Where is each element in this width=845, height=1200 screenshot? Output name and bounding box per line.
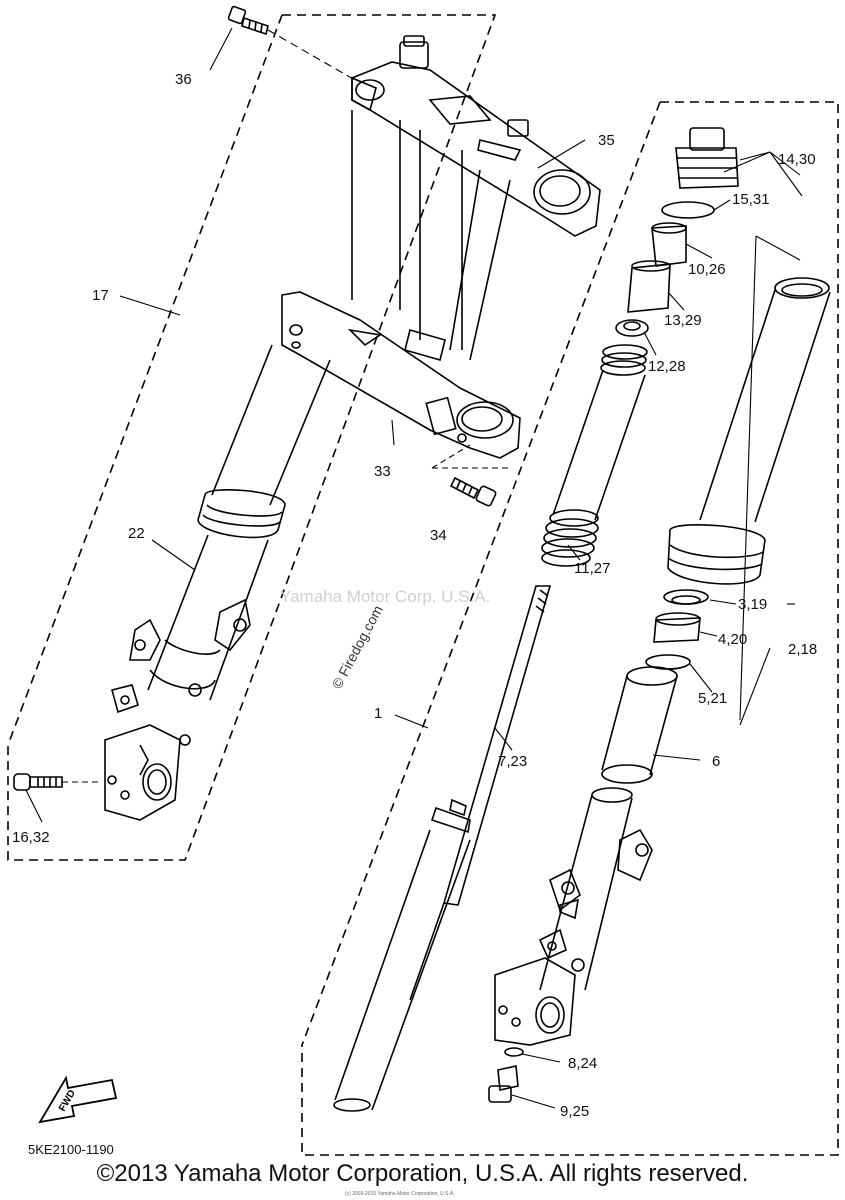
bolt-16-32 [13,773,100,791]
right-group-dashed-outline [301,101,839,1156]
callout-22: 22 [128,525,145,542]
callout-6: 6 [712,753,720,770]
inner-fork-tube [333,829,471,1112]
callout-8-24: 8,24 [568,1055,597,1072]
inner-fork-tubes [351,110,511,361]
callout-7-23: 7,23 [498,753,527,770]
diagram-code: 5KE2100-1190 [28,1142,114,1157]
bottom-bolt [488,1065,519,1103]
spring-seat [615,319,649,337]
watermarks: Yamaha Motor Corp. U.S.A. © Firedog.com [280,587,490,691]
callout-13-29: 13,29 [664,312,702,329]
callout-33: 33 [374,463,391,480]
callout-12-28: 12,28 [648,358,686,375]
bolt-34 [449,476,497,507]
callout-3-19: 3,19 [738,596,767,613]
damper-rod [409,585,552,1001]
callout-4-20: 4,20 [718,631,747,648]
copper-washer [504,1047,524,1057]
callout-2-18: 2,18 [788,641,817,658]
oil-seal [663,589,709,605]
callout-1: 1 [374,705,382,722]
lower-triple-clamp [281,291,521,469]
left-fork-assembly [104,344,331,821]
o-ring [661,201,715,219]
watermark-corp: Yamaha Motor Corp. U.S.A. [280,587,490,606]
fork-slider [494,787,653,1046]
watermark-site: © Firedog.com [329,603,386,692]
tiny-copyright-note: (c) 2003-2015 Yamaha Motor Corporation, … [345,1191,455,1197]
callout-15-31: 15,31 [732,191,770,208]
copyright-notice: ©2013 Yamaha Motor Corporation, U.S.A. A… [96,1160,749,1187]
callout-9-25: 9,25 [560,1103,589,1120]
slide-bushing [601,666,678,784]
long-spacer [627,260,671,313]
callout-34: 34 [430,527,447,544]
callout-14-30: 14,30 [778,151,816,168]
left-group-dashed-outline [7,14,497,861]
callout-5-21: 5,21 [698,690,727,707]
callout-11-27: 11,27 [574,560,610,577]
upper-triple-clamp [267,29,601,237]
callout-16-32: 16,32 [12,829,50,846]
outer-fork-tube [667,277,831,585]
fork-cap-bolt [675,127,739,189]
callout-17: 17 [92,287,109,304]
callout-10-26: 10,26 [688,261,726,278]
leader-lines [25,27,803,1109]
callout-36: 36 [175,71,192,88]
fwd-arrow-icon [38,1075,118,1124]
spacer-collar [651,222,687,267]
callout-35: 35 [598,132,615,149]
bolt-36 [227,5,269,36]
fwd-label: FWD [57,1088,78,1113]
dust-seal [653,612,701,643]
fork-spring [541,344,648,567]
